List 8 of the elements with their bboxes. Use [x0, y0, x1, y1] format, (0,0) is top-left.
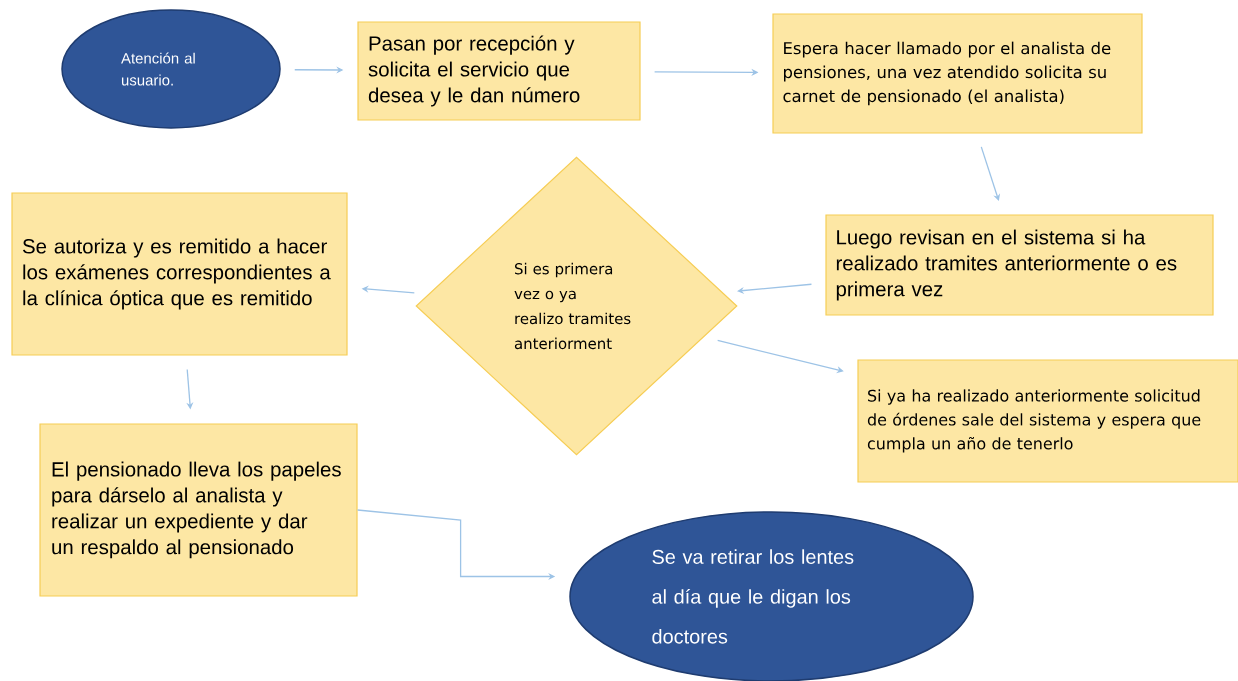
process-box: Si ya ha realizado anteriormente solicitud de órdenes sale del sistema y espera que cumpla un año de tenerlo	[857, 359, 1238, 483]
process-box: El pensionado lleva los papeles para dárselo al analista y realizar un expediente y dar un respaldo al pensionado	[39, 423, 358, 597]
oval-node: Se va retirar los lentes al día que le digan los doctores	[569, 511, 974, 681]
oval-node: Atención al usuario.	[61, 9, 281, 129]
process-box: Espera hacer llamado por el analista de pensiones, una vez atendido solicita su carnet de pensionado (el analista)	[772, 13, 1143, 134]
process-box: Pasan por recepción y solicita el servicio que desea y le dan número	[357, 21, 641, 121]
process-box: Se autoriza y es remitido a hacer los exámenes correspondientes a la clínica óptica que es remitido	[11, 192, 348, 356]
process-box: Luego revisan en el sistema si ha realizado tramites anteriormente o es primera vez	[825, 214, 1214, 316]
